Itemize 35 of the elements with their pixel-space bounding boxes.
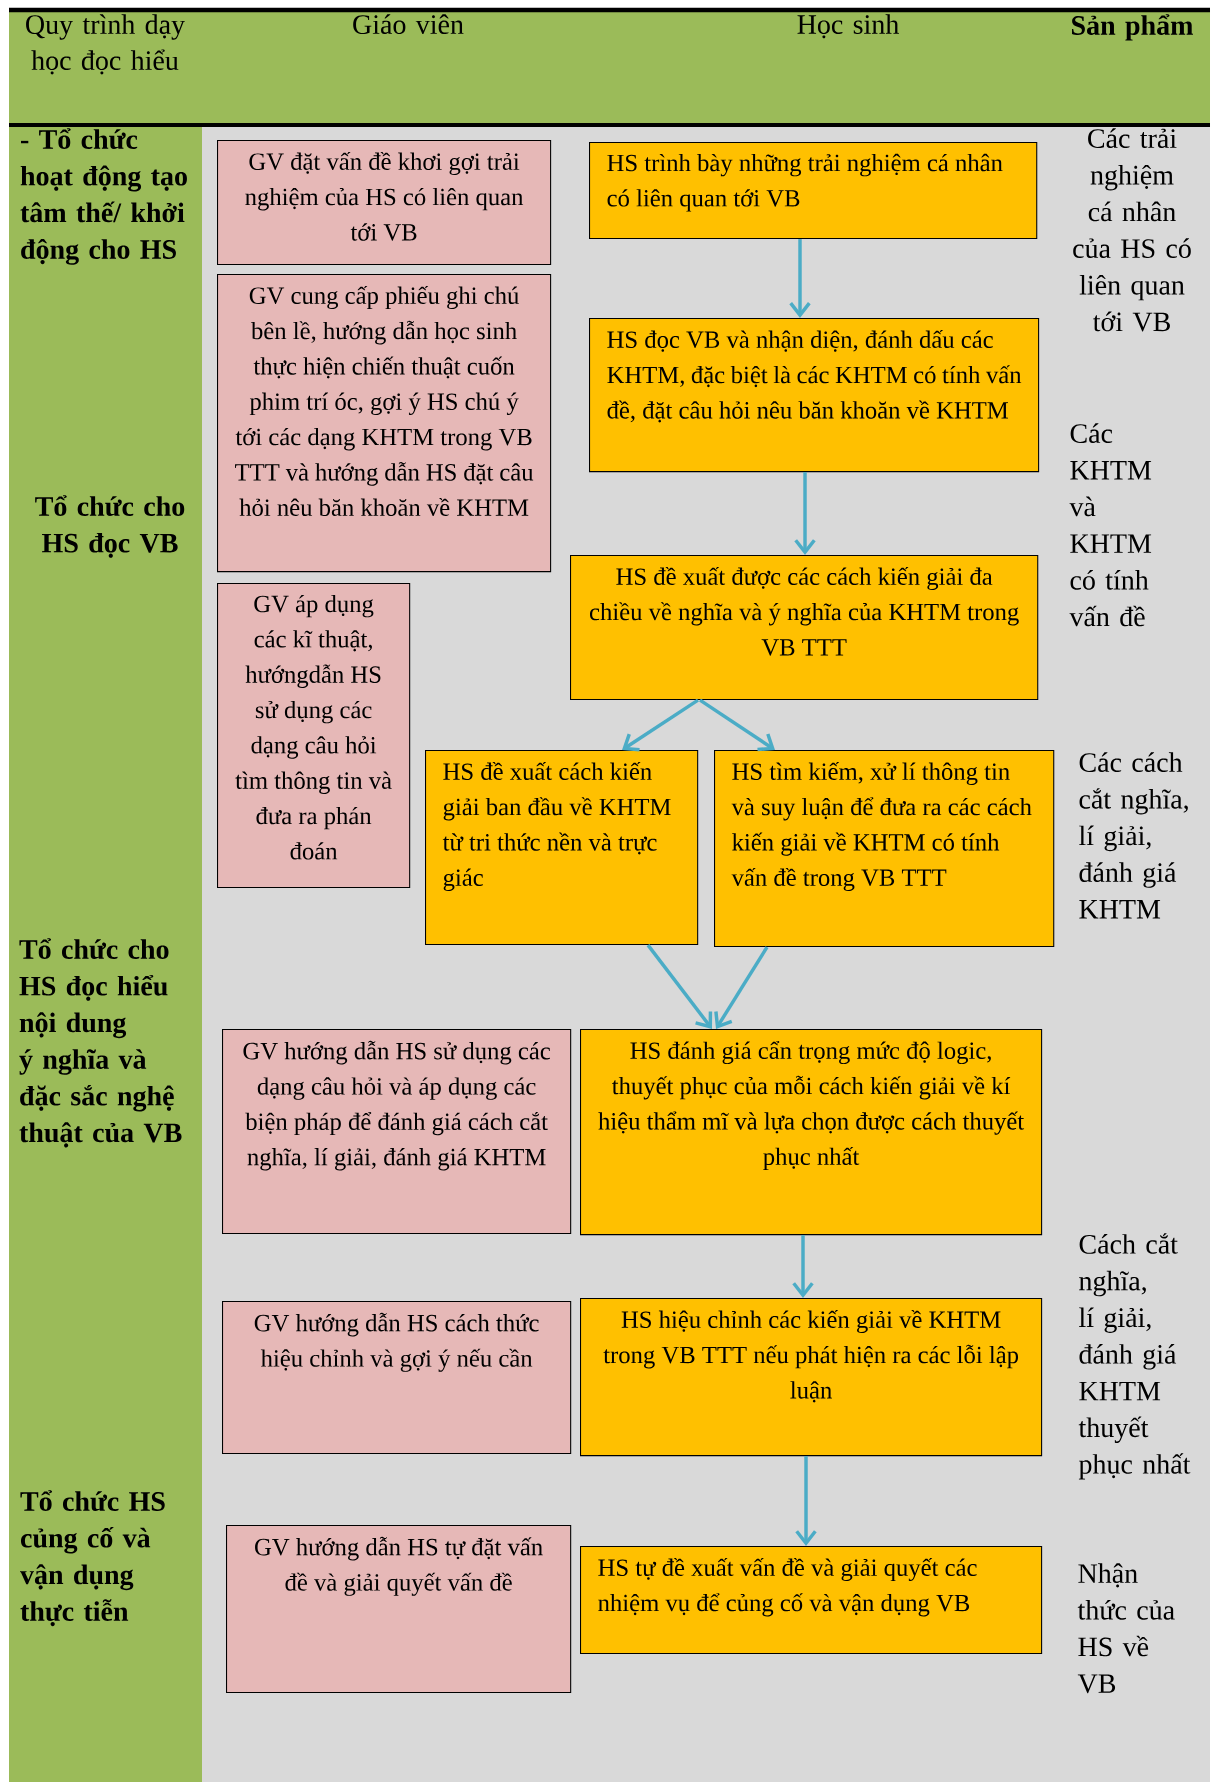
student-box: HS tự đề xuất vấn đề và giải quyết các nhiệm vụ để củng cố và vận dụng VB [580,1546,1043,1654]
student-box: HS đề xuất cách kiến giải ban đầu về KHTM từ tri thức nền và trực giác [425,750,699,946]
product-text: Các KHTM và KHTM có tính vấn đề [1069,423,1152,627]
product-text: Các trải nghiệm cá nhân của HS có liên quan tới VB [1073,128,1191,332]
teacher-box: GV hướng dẫn HS sử dụng các dạng câu hỏi và áp dụng các biện pháp để đánh giá cách cắt nghĩa, lí giải, đánh giá KHTM [222,1029,572,1235]
student-box: HS đọc VB và nhận diện, đánh dấu các KHTM, đặc biệt là các KHTM có tính vấn đề, đặt câu hỏi nêu băn khoăn về KHTM [589,318,1040,473]
product-text: Nhận thức của HS về VB [1077,1563,1175,1694]
stage-label: Tổ chức cho HS đọc VB [35,495,185,558]
arrow [646,944,713,1029]
teacher-box: GV đặt vấn đề khơi gợi trải nghiệm của HS có liên quan tới VB [217,140,552,266]
student-box: HS trình bày những trải nghiệm cá nhân có liên quan tới VB [589,142,1038,240]
column-header: Sản phẩm [1072,14,1193,41]
column-header: Giáo viên [353,14,464,35]
teacher-box: GV cung cấp phiếu ghi chú bên lề, hướng dẫn học sinh thực hiện chiến thuật cuốn phim trí óc, gợi ý HS chú ý tới các dạng KHTM trong VB TTT và hướng dẫn HS đặt câu hỏi nêu băn khoăn về KHTM [217,274,552,573]
product-text: Cách cắt nghĩa, lí giải, đánh giá KHTM thuyết phục nhất [1078,1233,1191,1480]
teacher-box: GV áp dụng các kĩ thuật, hướngdẫn HS sử dụng các dạng câu hỏi tìm thông tin và đưa ra phán đoán [217,583,411,889]
teacher-box: GV hướng dẫn HS tự đặt vấn đề và giải quyết vấn đề [226,1525,572,1694]
product-text: Các cách cắt nghĩa, lí giải, đánh giá KHTM [1079,752,1188,919]
student-box: HS hiệu chỉnh các kiến giải về KHTM trong VB TTT nếu phát hiện ra các lỗi lập luận [580,1298,1043,1457]
arrow [622,698,699,752]
student-box: HS đánh giá cẩn trọng mức độ logic, thuyết phục của mỗi cách kiến giải về kí hiệu thẩm mĩ và lựa chọn được cách thuyết phục nhất [580,1029,1043,1236]
arrow [794,472,816,555]
arrow [792,1235,814,1298]
stage-label: Tổ chức cho HS đọc hiểu nội dung ý nghĩa và đặc sắc nghệ thuật của VB [19,938,182,1148]
column-header: Quy trình dạy học đọc hiểu [26,14,185,75]
teacher-box: GV hướng dẫn HS cách thức hiệu chỉnh và gợi ý nếu cần [222,1301,572,1455]
student-box: HS tìm kiếm, xử lí thông tin và suy luận để đưa ra các cách kiến giải về KHTM có tính vấn đề trong VB TTT [714,750,1055,948]
arrow [699,698,775,752]
student-box: HS đề xuất được các cách kiến giải đa chiều về nghĩa và ý nghĩa của KHTM trong VB TTT [570,555,1039,701]
column-header: Học sinh [797,14,899,39]
arrow [714,946,769,1029]
stage-label: - Tổ chức hoạt động tạo tâm thế/ khởi động cho HS [20,128,187,265]
arrow [795,1456,817,1547]
stage-label: Tổ chức HS củng cố và vận dụng thực tiễn [20,1490,165,1627]
arrow [789,239,811,318]
